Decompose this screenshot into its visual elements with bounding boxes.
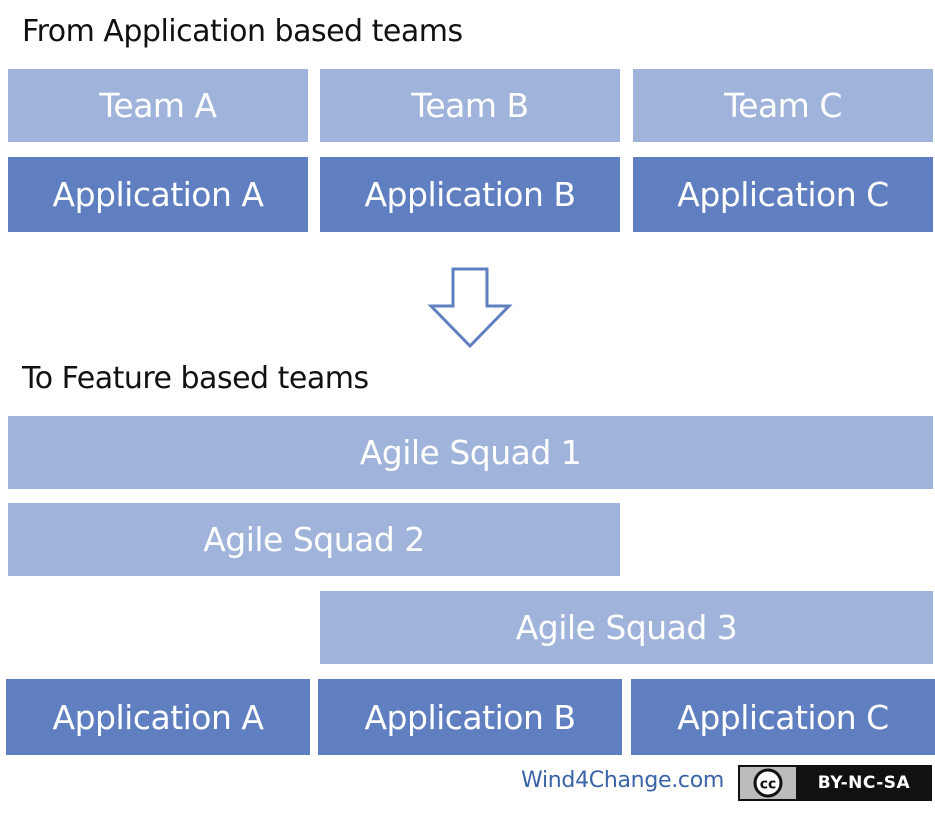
creative-commons-badge[interactable]: cc BY-NC-SA (738, 765, 932, 801)
down-arrow-icon (427, 267, 513, 349)
agile-squad-3-box: Agile Squad 3 (320, 591, 933, 664)
team-a-box: Team A (8, 69, 308, 142)
from-application-c-box: Application C (633, 157, 933, 232)
site-link[interactable]: Wind4Change.com (521, 768, 724, 793)
from-application-b-box: Application B (320, 157, 620, 232)
team-c-box: Team C (633, 69, 933, 142)
license-text: BY-NC-SA (798, 767, 930, 799)
to-heading: To Feature based teams (22, 361, 369, 396)
license-cc-glyph: cc (760, 777, 777, 793)
from-application-a-box: Application A (8, 157, 308, 232)
from-heading: From Application based teams (22, 14, 463, 49)
to-application-c-box: Application C (631, 679, 935, 755)
team-b-box: Team B (320, 69, 620, 142)
creative-commons-icon: cc (740, 767, 798, 799)
agile-squad-1-box: Agile Squad 1 (8, 416, 933, 489)
to-application-a-box: Application A (6, 679, 310, 755)
to-application-b-box: Application B (318, 679, 622, 755)
agile-squad-2-box: Agile Squad 2 (8, 503, 620, 576)
